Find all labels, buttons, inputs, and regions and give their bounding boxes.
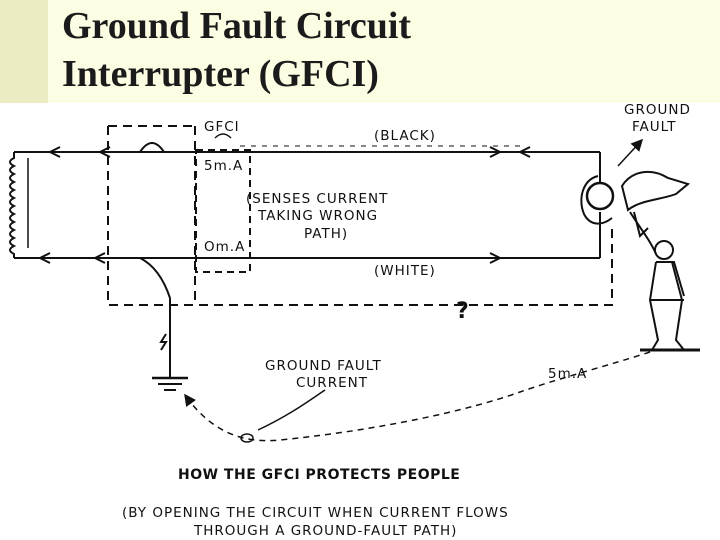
gf-current-line-1: GROUND FAULT xyxy=(265,358,382,374)
person-figure xyxy=(580,170,700,352)
ground-fault-line-2: FAULT xyxy=(632,119,677,135)
senses-line-1: (SENSES CURRENT xyxy=(246,191,388,207)
black-wire-label: (BLACK) xyxy=(374,128,436,144)
accent-bar xyxy=(0,0,48,103)
load-coil xyxy=(9,152,17,258)
caption-line-2: THROUGH A GROUND-FAULT PATH) xyxy=(193,523,457,539)
senses-line-2: TAKING WRONG xyxy=(257,208,378,224)
gf-current-pointer xyxy=(257,389,326,431)
gf-current-line-2: CURRENT xyxy=(296,375,368,391)
ground-fault-pointer xyxy=(617,138,644,167)
ground-fault-line-1: GROUND xyxy=(624,103,691,118)
return-path-loop xyxy=(240,433,254,443)
slide-title-line-2: Interrupter (GFCI) xyxy=(62,53,379,95)
arrow-black-1 xyxy=(49,146,61,158)
question-mark: ? xyxy=(456,299,469,324)
arrow-black-3 xyxy=(489,146,501,158)
arrow-black-2 xyxy=(99,146,111,158)
ground-fault-return-path xyxy=(184,351,651,442)
dashed-ground-path xyxy=(107,126,613,306)
gfci-contact-top xyxy=(139,142,165,153)
gfci-sensor-box xyxy=(195,149,251,273)
gfci-contact-bottom xyxy=(139,257,171,299)
gfci-diagram: GFCI (BLACK) 5m.A (SENSES CURRENT TAKING… xyxy=(9,103,700,539)
title-band xyxy=(0,0,720,103)
gfci-label: GFCI xyxy=(204,119,240,135)
arrow-white-2 xyxy=(94,252,106,264)
current-bottom-label: Om.A xyxy=(204,239,245,255)
arrow-white-1 xyxy=(39,252,51,264)
caption-line-1: (BY OPENING THE CIRCUIT WHEN CURRENT FLO… xyxy=(122,505,509,521)
senses-line-3: PATH) xyxy=(304,226,348,242)
sensor-coil-top xyxy=(214,133,232,139)
arrow-white-3 xyxy=(489,252,501,264)
slide-title-line-1: Ground Fault Circuit xyxy=(62,5,412,47)
current-top-label: 5m.A xyxy=(204,158,243,174)
return-current-label: 5m.A xyxy=(548,366,587,382)
ground-arrow xyxy=(159,333,168,351)
arrow-black-4 xyxy=(519,146,531,158)
white-wire-label: (WHITE) xyxy=(374,263,436,279)
caption-title: HOW THE GFCI PROTECTS PEOPLE xyxy=(178,467,460,483)
slide-title: Ground Fault Circuit Interrupter (GFCI) xyxy=(62,2,411,98)
faulty-appliance xyxy=(585,181,615,211)
